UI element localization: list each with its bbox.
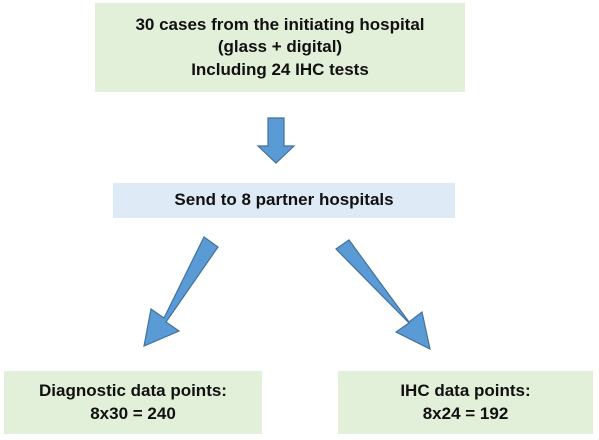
source-cases-box: 30 cases from the initiating hospital (g… bbox=[95, 3, 465, 92]
diagnostic-line-1: Diagnostic data points: bbox=[39, 381, 227, 401]
source-line-2: (glass + digital) bbox=[217, 37, 343, 57]
ihc-line-1: IHC data points: bbox=[400, 381, 531, 401]
diagnostic-line-2: 8x30 = 240 bbox=[90, 403, 176, 423]
ihc-data-box: IHC data points: 8x24 = 192 bbox=[338, 371, 593, 434]
ihc-line-2: 8x24 = 192 bbox=[422, 403, 509, 423]
source-line-1: 30 cases from the initiating hospital bbox=[135, 15, 425, 35]
arrow-down-icon bbox=[256, 117, 296, 164]
arrow-diagonal-right-icon bbox=[335, 239, 431, 351]
distribution-box: Send to 8 partner hospitals bbox=[113, 183, 455, 218]
distribution-label: Send to 8 partner hospitals bbox=[174, 190, 394, 210]
diagnostic-data-box: Diagnostic data points: 8x30 = 240 bbox=[4, 371, 262, 434]
arrow-diagonal-left-icon bbox=[143, 236, 219, 347]
source-line-3: Including 24 IHC tests bbox=[191, 59, 369, 79]
